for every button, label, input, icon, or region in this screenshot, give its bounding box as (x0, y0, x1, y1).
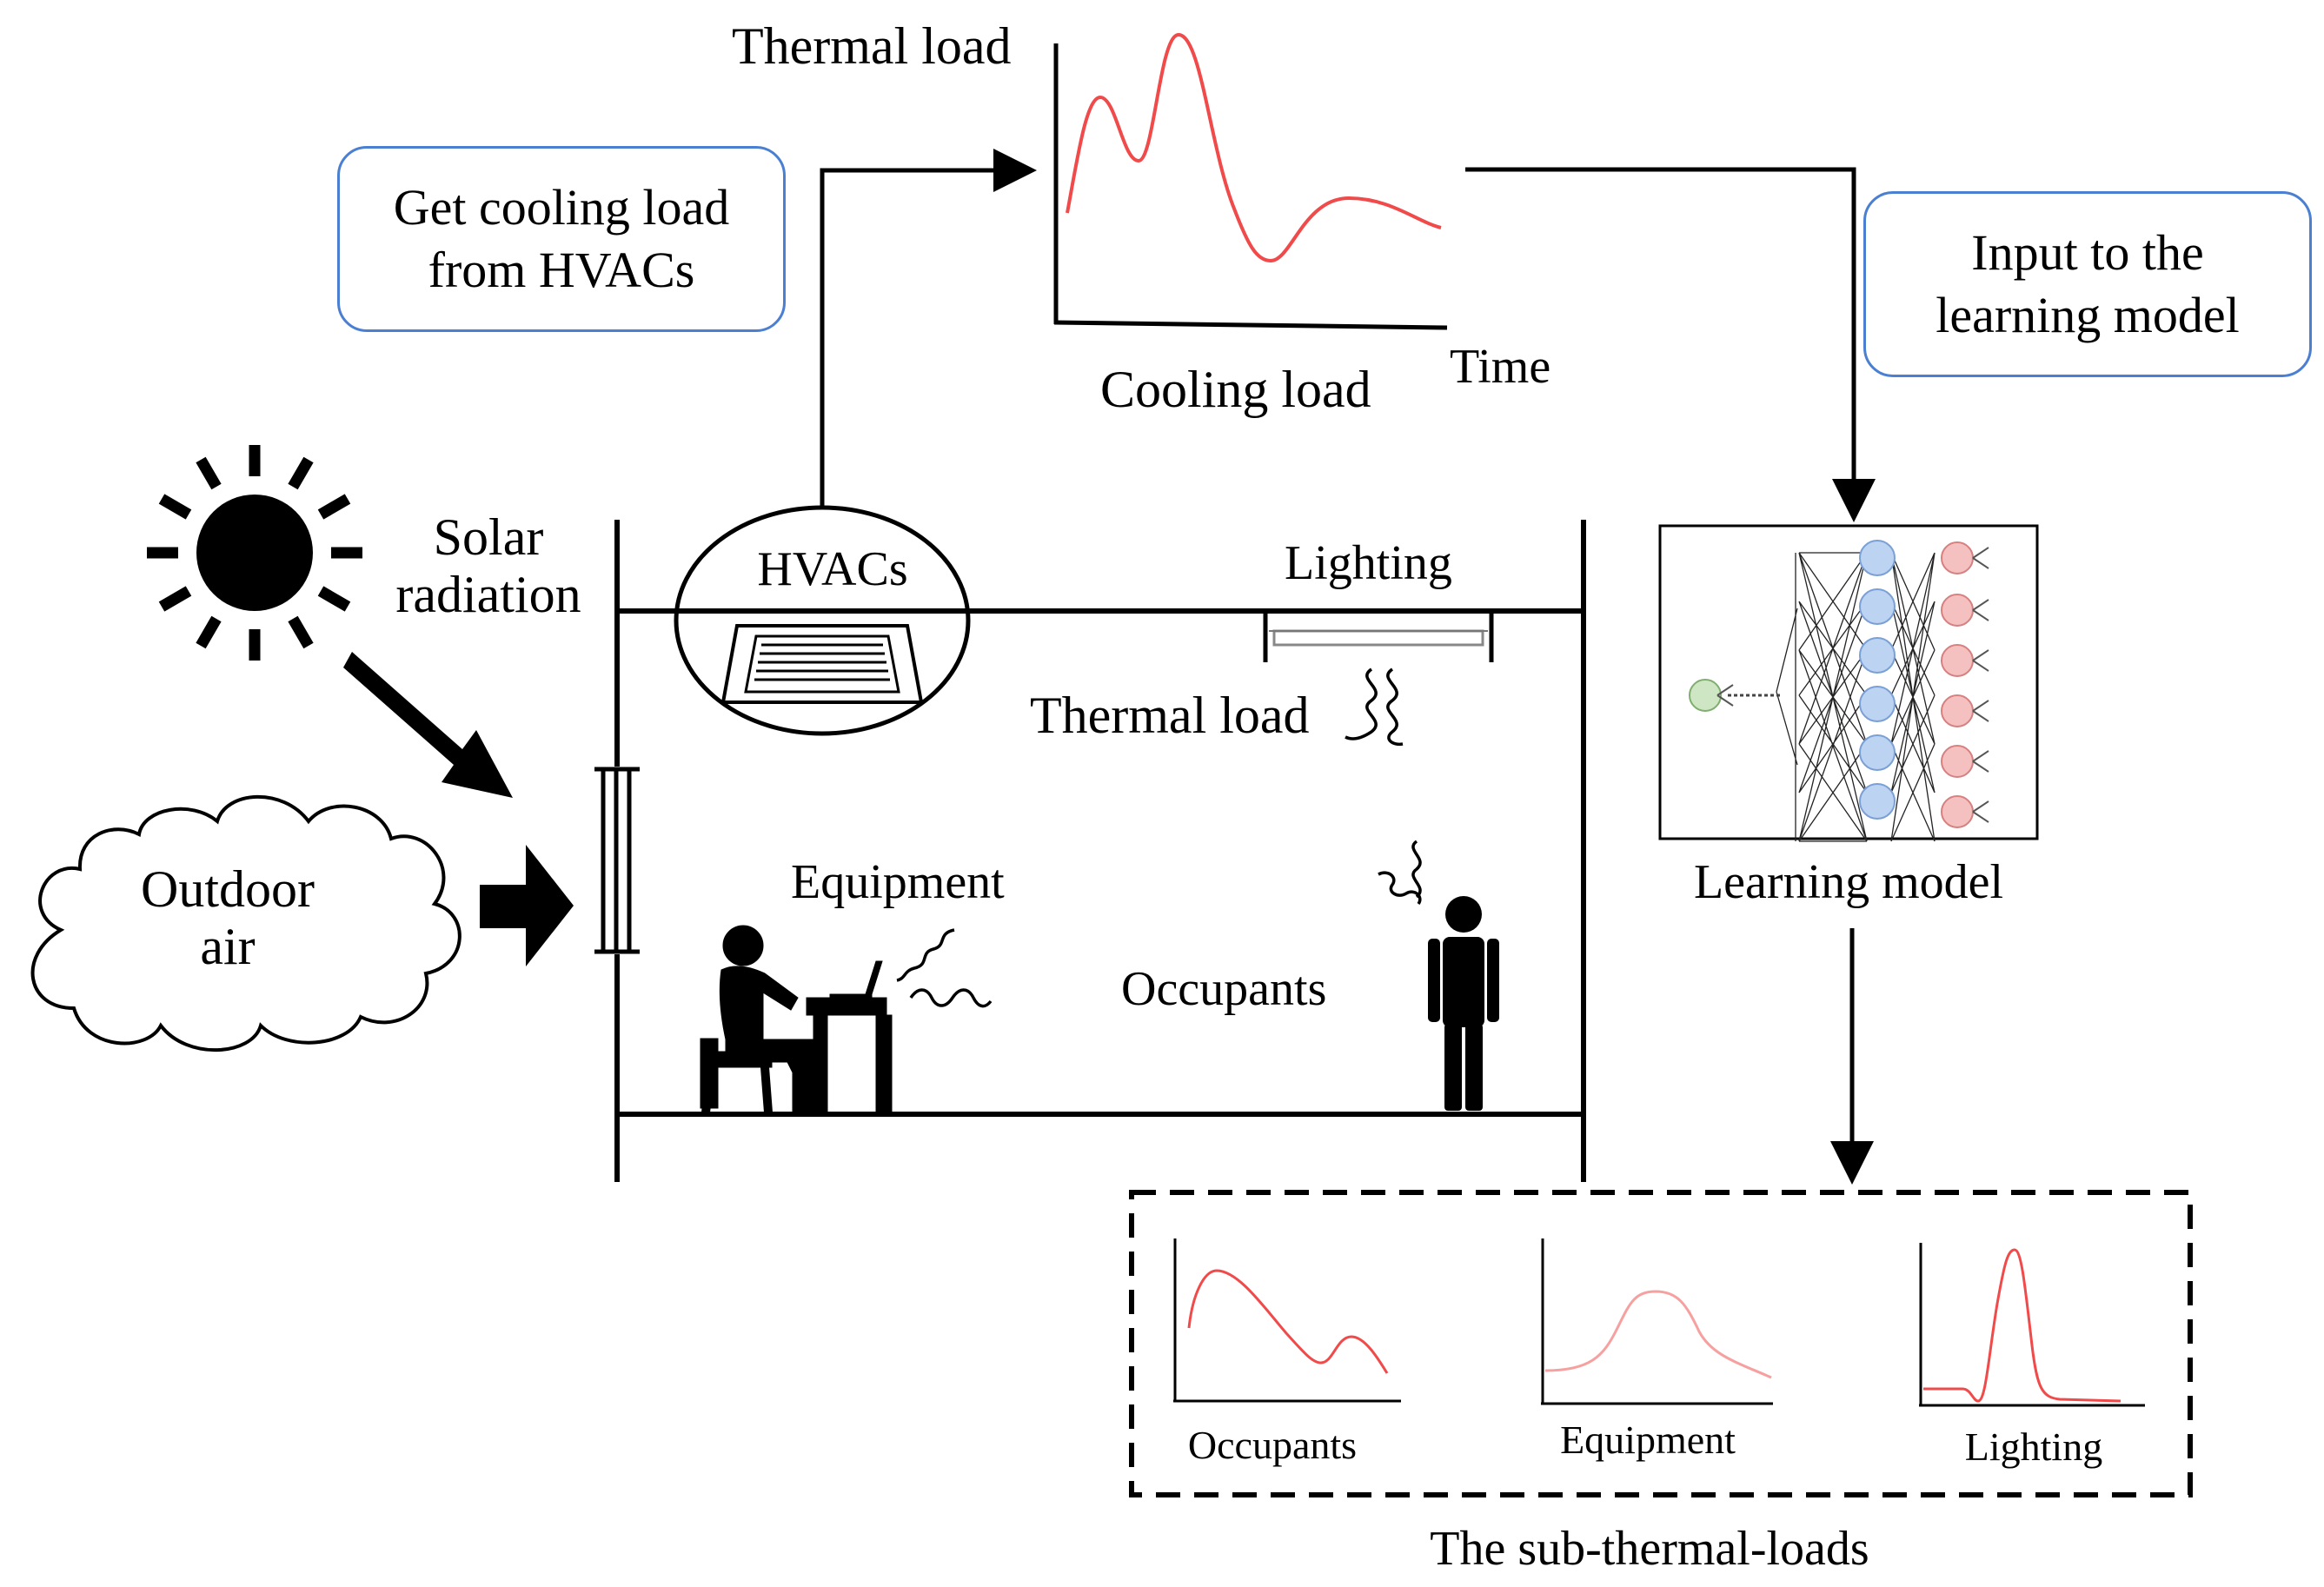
sub-occupants-label: Occupants (1187, 1423, 1358, 1467)
learning-model (1658, 524, 2039, 842)
heat-wave-icon (1378, 840, 1422, 906)
cloud-icon (30, 794, 461, 1052)
sun-icon (147, 445, 362, 661)
sub-chart-occupants (1173, 1238, 1401, 1403)
chart-y-axis-label: Thermal load (732, 17, 1012, 75)
learning-model-frame (1658, 524, 2039, 840)
person-at-desk-icon (700, 925, 893, 1113)
room-thermal-load-label: Thermal load (1030, 687, 1310, 744)
equipment-label: Equipment (791, 855, 1005, 909)
solar-arrow (343, 652, 513, 798)
lighting-label: Lighting (1285, 536, 1452, 590)
chart-x-axis-label: Time (1450, 340, 1551, 394)
standing-person-icon (1428, 896, 1499, 1111)
cooling-load-label: Cooling load (1100, 361, 1371, 418)
hvac-to-chart-arrow (820, 149, 1037, 508)
air-conditioner-icon (720, 624, 924, 704)
input-to-model-callout: Input to the learning model (1863, 191, 2312, 377)
chart-to-model-arrow (1465, 167, 1876, 522)
sub-thermal-loads-label: The sub-thermal-loads (1430, 1522, 1869, 1576)
cooling-load-chart (1053, 32, 1448, 330)
outdoor-air-arrow (480, 845, 574, 966)
callout-line-1: Input to the (1971, 223, 2204, 281)
solar-line-1: Solar (433, 508, 544, 566)
cooling-load-curve (1066, 32, 1442, 263)
sub-thermal-loads-box (1129, 1190, 2193, 1497)
callout-line-1: Get cooling load (393, 178, 730, 236)
flow-arrows (820, 149, 1876, 1185)
outdoor-air-label: Outdoor air (141, 860, 315, 975)
solar-line-2: radiation (395, 566, 581, 623)
sub-lighting-label: Lighting (1964, 1424, 2103, 1469)
get-cooling-load-callout: Get cooling load from HVACs (337, 146, 786, 332)
callout-line-2: from HVACs (428, 242, 695, 298)
outdoor-line-1: Outdoor (141, 860, 315, 918)
sub-equipment-label: Equipment (1560, 1418, 1736, 1462)
heat-wave-icon (1345, 667, 1404, 747)
callout-line-2: learning model (1936, 287, 2240, 343)
outdoor-line-2: air (200, 918, 256, 975)
occupants-label: Occupants (1121, 962, 1327, 1016)
sub-chart-equipment (1541, 1238, 1773, 1405)
heat-wave-icon (896, 928, 993, 1008)
light-fixture-icon (1263, 611, 1494, 662)
learning-model-label: Learning model (1693, 855, 2004, 909)
cooling-load-x-axis (1053, 320, 1448, 330)
hvacs-label: HVACs (757, 542, 908, 596)
sub-chart-lighting (1919, 1243, 2145, 1407)
solar-radiation-label: Solar radiation (395, 508, 581, 623)
window (594, 767, 640, 954)
neural-network-icon (1689, 540, 1989, 842)
